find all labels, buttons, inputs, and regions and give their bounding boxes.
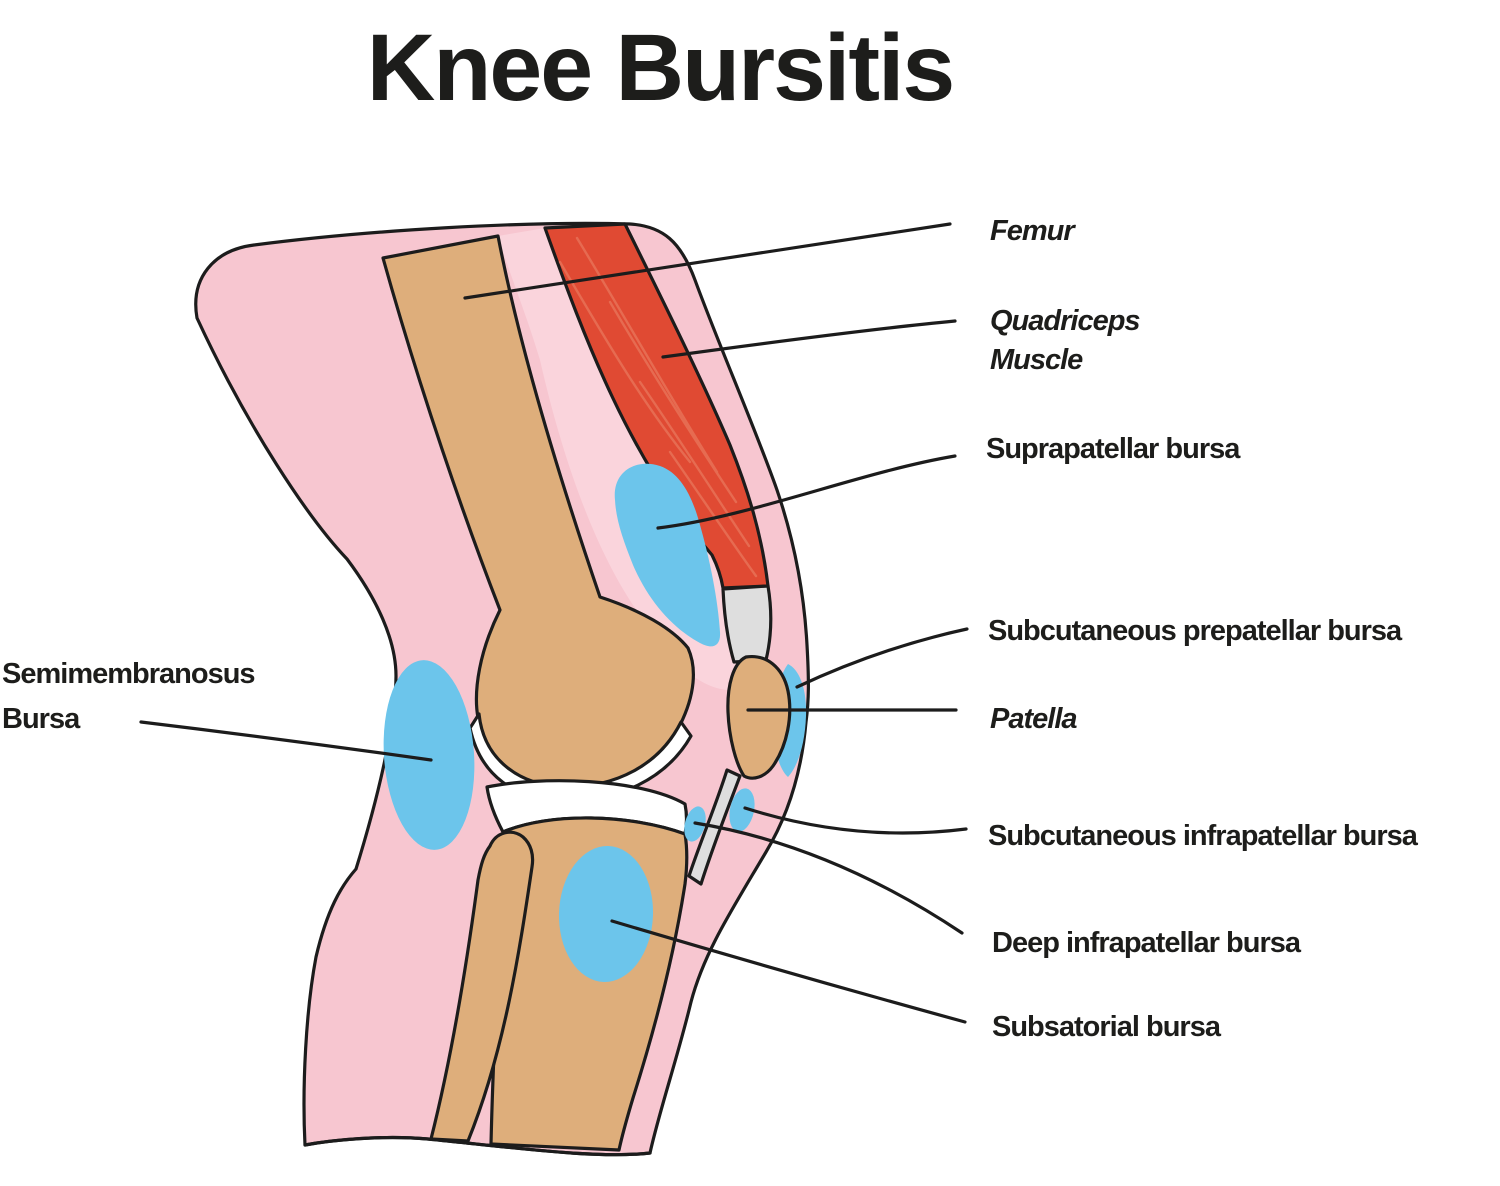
label-semimembranosus-line1: Semimembranosus — [2, 658, 255, 690]
suprapatellar-leader-line — [656, 454, 957, 530]
semimembranosus-bursa-shape — [383, 660, 475, 850]
subcutaneous-infrapatellar-bursa-shape — [729, 788, 755, 832]
leg-bottom-cut-line — [303, 1135, 652, 1157]
prepatellar-leader-line — [795, 627, 969, 689]
subsatorial-bursa-shape — [558, 846, 654, 982]
leader-lines — [139, 222, 969, 1024]
muscle-striation-line — [608, 300, 738, 504]
quadriceps-leader-line — [661, 319, 957, 359]
muscle-striation-line — [575, 236, 719, 474]
label-suprapatellar-bursa: Suprapatellar bursa — [986, 433, 1241, 465]
label-subsatorial-bursa: Subsatorial bursa — [992, 1011, 1222, 1043]
label-quadriceps-line2: Muscle — [990, 344, 1083, 376]
label-semimembranosus-line2: Bursa — [2, 703, 81, 735]
deep-infrapatellar-leader-line — [693, 821, 964, 935]
diagram-text: Knee Bursitis Femur Quadriceps Muscle Su… — [2, 15, 1420, 1043]
suprapatellar-bursa-shape — [614, 463, 721, 647]
bursae-group — [383, 463, 807, 982]
label-subcutaneous-infrapatellar-bursa: Subcutaneous infrapatellar bursa — [988, 820, 1419, 852]
subcutaneous-infrapatellar-leader-line — [743, 806, 968, 835]
muscle-striation-line — [558, 260, 692, 464]
femur-leader-line — [463, 222, 952, 300]
quadriceps-tendon-shape — [721, 584, 773, 664]
knee-illustration — [139, 221, 969, 1157]
label-quadriceps-line1: Quadriceps — [990, 305, 1140, 337]
label-patella: Patella — [990, 703, 1077, 735]
semimembranosus-leader-line — [139, 720, 433, 762]
diagram-title: Knee Bursitis — [367, 15, 953, 121]
fibula-bone-shape — [429, 830, 535, 1143]
label-subcutaneous-prepatellar-bursa: Subcutaneous prepatellar bursa — [988, 615, 1403, 647]
muscle-striation-line — [638, 380, 751, 548]
subsatorial-leader-line — [610, 919, 967, 1024]
patella-bone-shape — [726, 654, 792, 780]
label-deep-infrapatellar-bursa: Deep infrapatellar bursa — [992, 927, 1302, 959]
label-femur: Femur — [990, 215, 1076, 247]
